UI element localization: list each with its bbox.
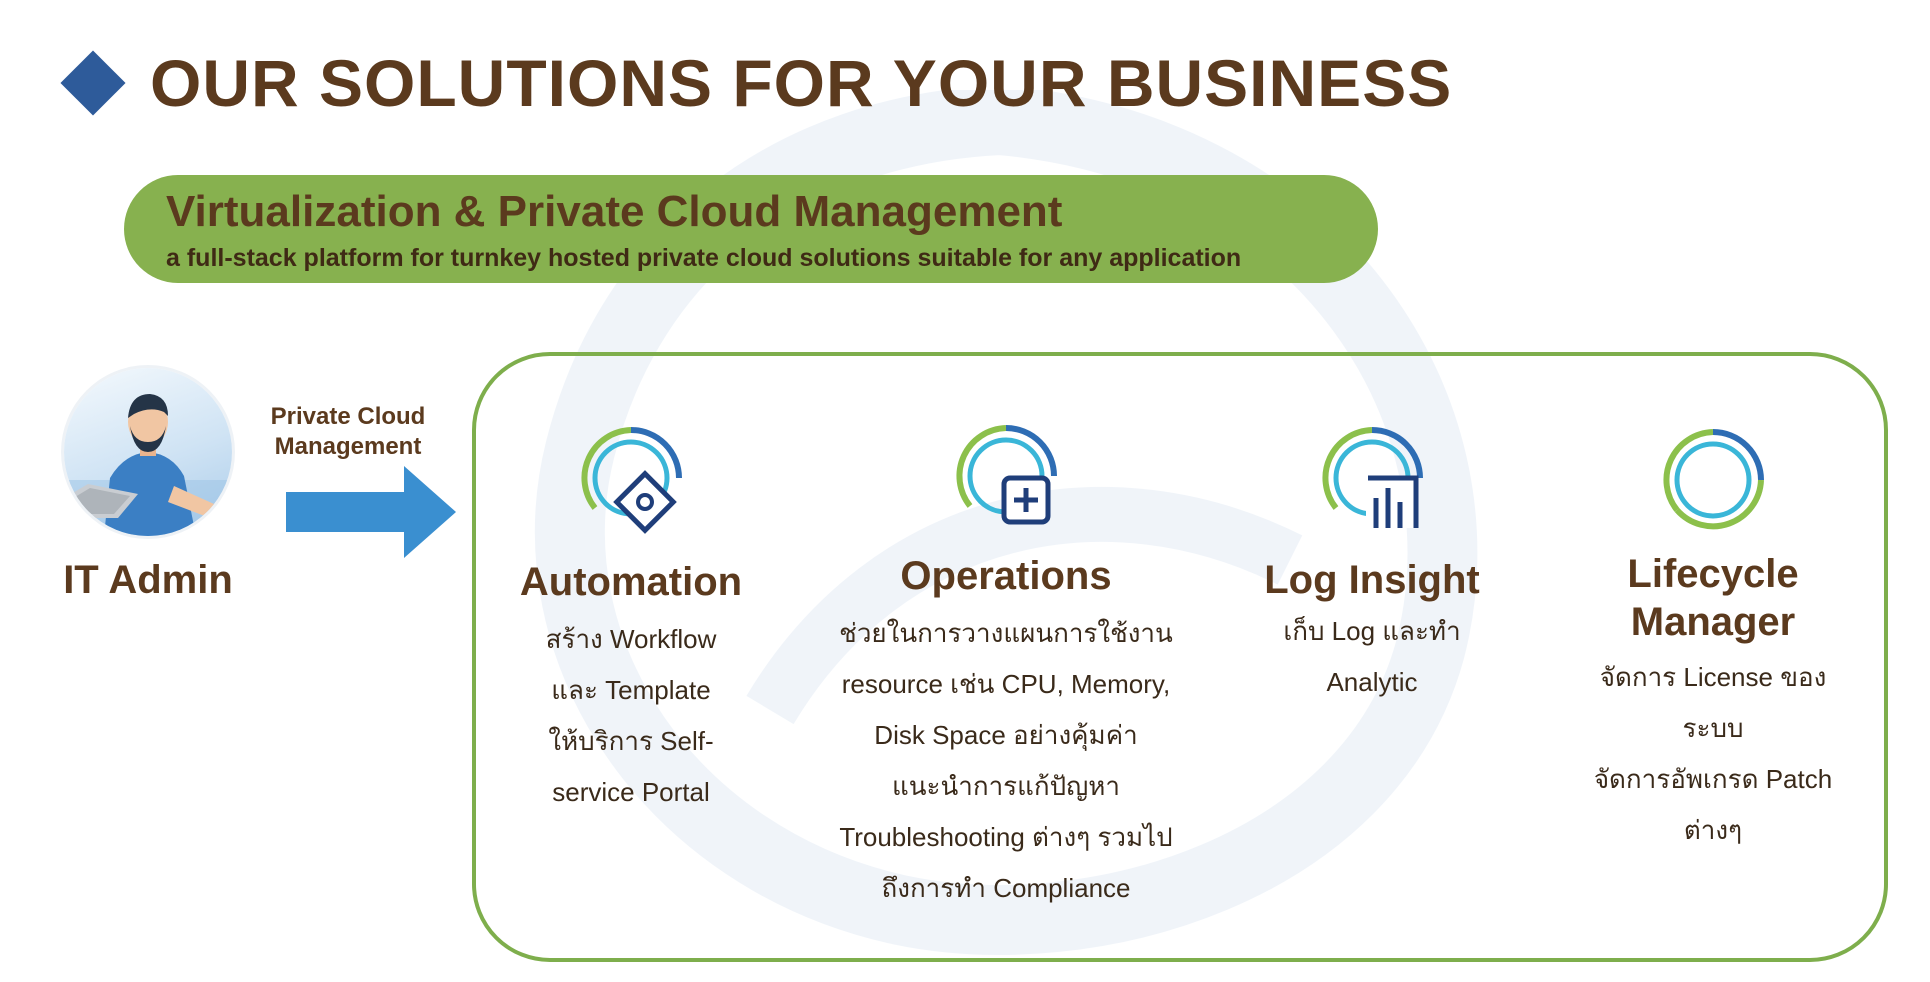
plus-square-icon	[956, 425, 1057, 525]
description-line: ให้บริการ Self-	[548, 726, 714, 756]
ring-icon	[1663, 429, 1764, 530]
description-line: และ Template	[551, 675, 711, 705]
right-arrow-icon	[286, 466, 456, 558]
module-title: Lifecycle Manager	[1568, 550, 1858, 646]
module-automation: Automation สร้าง Workflow และ Template ใ…	[500, 420, 762, 818]
description-line: Troubleshooting ต่างๆ รวมไป	[839, 822, 1173, 852]
module-operations: Operations ช่วยในการวางแผนการใช้งาน reso…	[820, 418, 1192, 914]
description-line: ระบบ	[1682, 713, 1744, 743]
description-line: service Portal	[552, 777, 710, 807]
module-title-line: Automation	[519, 560, 743, 604]
flow-label: Private Cloud Management	[250, 402, 446, 462]
description-line: เก็บ Log และทำ	[1283, 616, 1461, 646]
module-title-line: Manager	[1630, 600, 1796, 644]
background-watermark	[534, 90, 1478, 955]
module-log-insight: Log Insight เก็บ Log และทำ Analytic	[1252, 420, 1492, 708]
page-header: OUR SOLUTIONS FOR YOUR BUSINESS	[60, 38, 1452, 128]
description-line: ถึงการทำ Compliance	[881, 873, 1131, 903]
diamond-bullet-icon	[60, 50, 126, 116]
it-admin-label: IT Admin	[63, 558, 233, 602]
module-title: Automation	[500, 558, 762, 606]
description-line: จัดการอัพเกรด Patch	[1593, 764, 1833, 794]
description-line: แนะนำการแก้ปัญหา	[891, 771, 1121, 801]
page-title: OUR SOLUTIONS FOR YOUR BUSINESS	[150, 46, 1453, 120]
person-at-laptop-icon	[64, 394, 232, 536]
description-line: ต่างๆ	[1683, 815, 1743, 845]
bar-chart-icon	[1322, 427, 1423, 528]
banner-subtitle: a full-stack platform for turnkey hosted…	[166, 244, 1242, 272]
module-title-line: Operations	[900, 554, 1112, 598]
description-line: สร้าง Workflow	[545, 624, 717, 654]
it-admin-avatar	[64, 368, 232, 536]
flow-label-line: Private Cloud	[270, 403, 426, 430]
gear-sync-icon	[581, 427, 682, 534]
module-title: Operations	[820, 552, 1192, 600]
module-title: Log Insight	[1252, 556, 1492, 604]
module-description: จัดการ License ของ ระบบ จัดการอัพเกรด Pa…	[1568, 652, 1858, 856]
module-description: เก็บ Log และทำ Analytic	[1252, 606, 1492, 708]
description-line: ช่วยในการวางแผนการใช้งาน	[839, 618, 1173, 648]
description-line: Analytic	[1326, 667, 1418, 697]
description-line: Disk Space อย่างคุ้มค่า	[874, 720, 1138, 750]
module-lifecycle-manager: Lifecycle Manager จัดการ License ของ ระบ…	[1568, 422, 1858, 856]
module-title-line: Lifecycle	[1627, 552, 1799, 596]
module-description: ช่วยในการวางแผนการใช้งาน resource เช่น C…	[820, 608, 1192, 914]
flow-label-line: Management	[274, 433, 422, 460]
solution-banner: Virtualization & Private Cloud Managemen…	[124, 175, 1378, 283]
module-description: สร้าง Workflow และ Template ให้บริการ Se…	[500, 614, 762, 818]
description-line: resource เช่น CPU, Memory,	[841, 669, 1171, 699]
module-title-line: Log Insight	[1264, 558, 1480, 602]
banner-title: Virtualization & Private Cloud Managemen…	[166, 187, 1063, 236]
solutions-panel	[472, 352, 1888, 962]
description-line: จัดการ License ของ	[1599, 662, 1827, 692]
